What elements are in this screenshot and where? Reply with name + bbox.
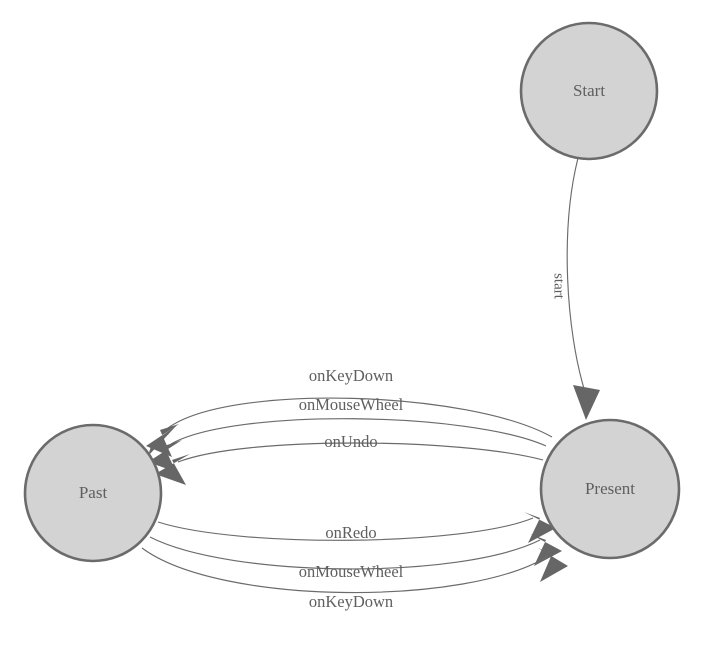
arrow-head-start-present — [573, 385, 600, 420]
edge-label-onredo: onRedo — [325, 523, 376, 542]
arrow-head-present-past-onmousewheel — [148, 440, 182, 472]
edge-present-to-past-onundo[interactable]: onUndo — [155, 432, 544, 485]
edge-path-past-present-onmousewheel — [149, 536, 541, 570]
edge-path-past-present-onkeydown — [141, 547, 549, 594]
node-past-label: Past — [79, 483, 108, 502]
node-start[interactable]: Start — [519, 21, 659, 161]
arrow-head-past-present-onredo — [524, 512, 556, 543]
arrow-head-present-past-onundo — [155, 454, 190, 485]
edge-past-to-present-onkeydown[interactable]: onKeyDown — [141, 547, 568, 611]
edge-path-present-past-onundo — [177, 442, 544, 463]
edge-path-start-present — [566, 157, 586, 393]
edge-path-present-past-onkeydown — [167, 397, 553, 438]
edge-label-onmousewheel-top: onMouseWheel — [299, 395, 404, 414]
edge-present-to-past-onkeydown[interactable]: onKeyDown — [146, 366, 553, 457]
edge-path-present-past-onmousewheel — [170, 418, 547, 447]
node-present-label: Present — [585, 479, 635, 498]
node-start-label: Start — [573, 81, 605, 100]
edge-label-onundo: onUndo — [324, 432, 377, 451]
edge-path-past-present-onredo — [157, 517, 534, 541]
node-present-circle — [539, 418, 681, 560]
edge-past-to-present-onredo[interactable]: onRedo — [157, 512, 556, 543]
edge-label-start: start — [551, 273, 567, 300]
node-present[interactable]: Present — [539, 418, 681, 560]
edge-label-onkeydown-top: onKeyDown — [309, 366, 393, 385]
arrow-head-present-past-onkeydown-tip — [146, 424, 179, 457]
edge-present-to-past-onmousewheel[interactable]: onMouseWheel — [148, 395, 547, 472]
node-past[interactable]: Past — [23, 423, 163, 563]
node-start-circle — [519, 21, 659, 161]
arrow-head-past-present-onkeydown — [538, 548, 568, 582]
arrow-head-past-present-onmousewheel — [530, 534, 562, 566]
edge-start-to-present[interactable]: start — [551, 157, 600, 420]
edge-past-to-present-onmousewheel[interactable]: onMouseWheel — [149, 534, 562, 581]
node-past-circle — [23, 423, 163, 563]
edge-label-onkeydown-bottom: onKeyDown — [309, 592, 393, 611]
edge-label-onmousewheel-bottom: onMouseWheel — [299, 562, 404, 581]
